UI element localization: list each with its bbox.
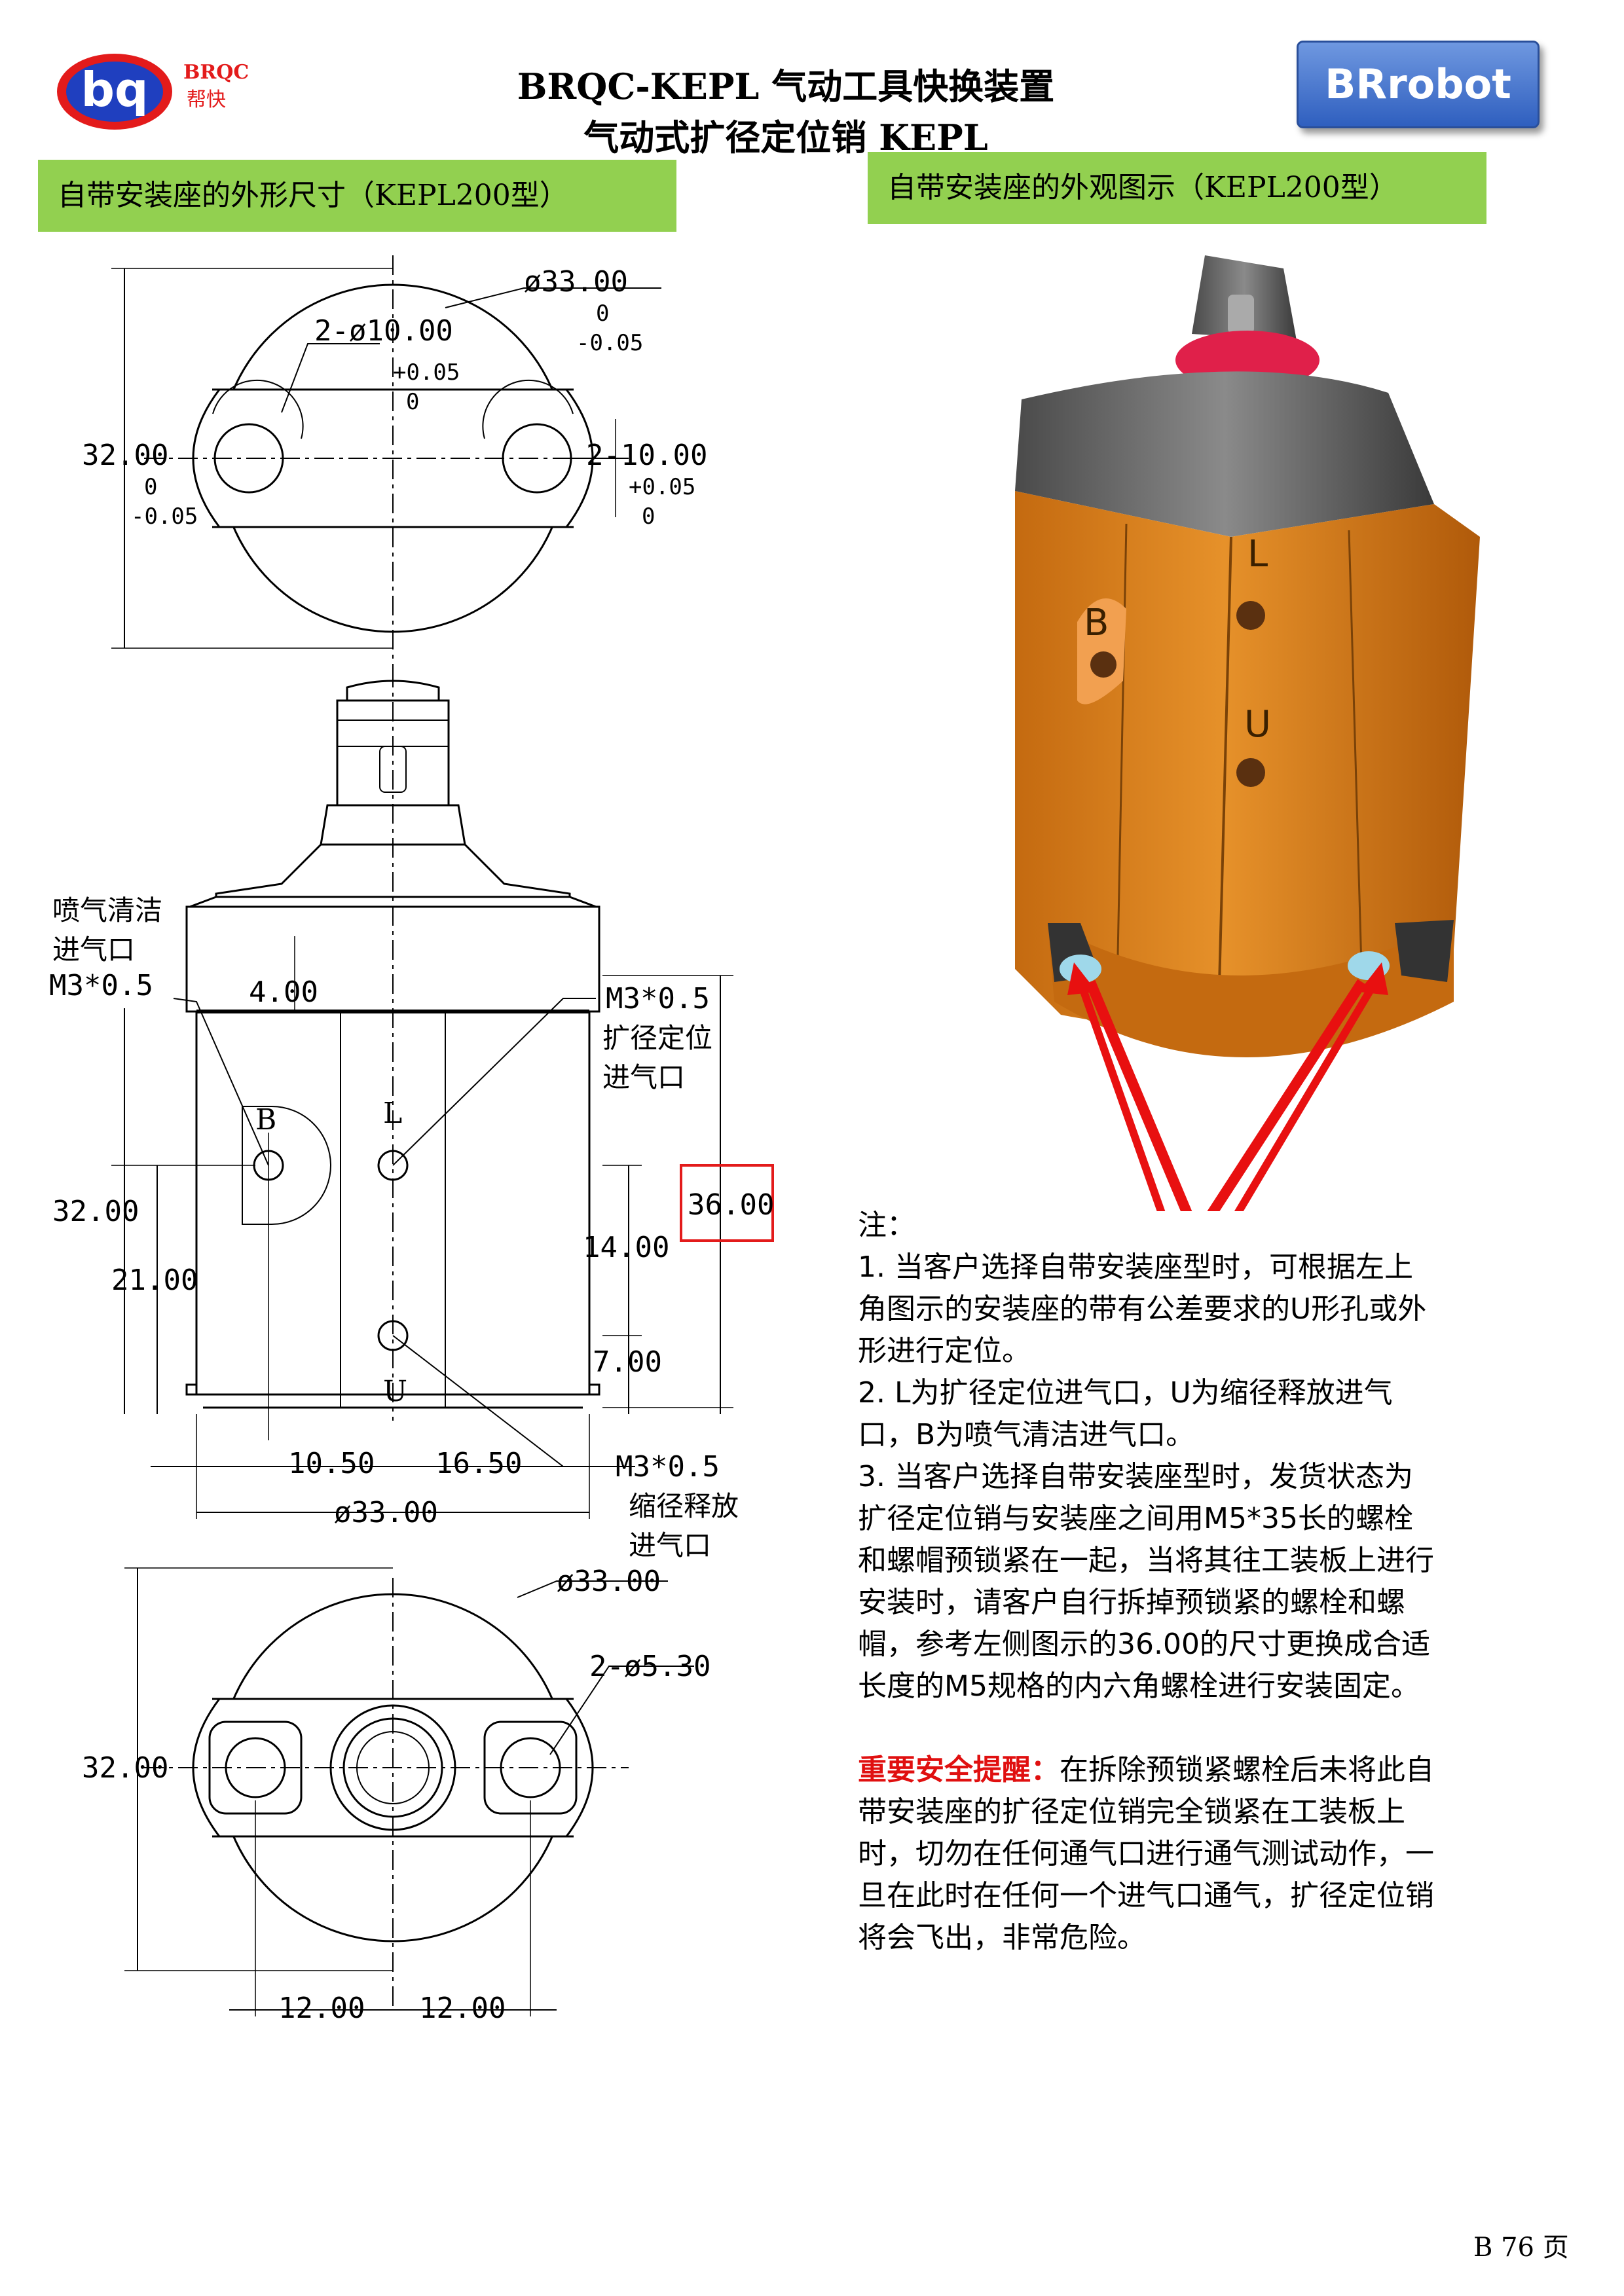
svg-text:0: 0 xyxy=(642,503,655,530)
notes-heading: 注： xyxy=(858,1209,915,1242)
page-number: B 76 页 xyxy=(1473,2232,1569,2263)
svg-text:+0.05: +0.05 xyxy=(393,359,460,386)
svg-text:进气口: 进气口 xyxy=(629,1529,711,1561)
dim-36: 36.00 xyxy=(688,1188,774,1222)
svg-text:+0.05: +0.05 xyxy=(629,474,695,500)
svg-text:M3*0.5: M3*0.5 xyxy=(49,969,153,1002)
top-view: ø33.00 0 -0.05 2-ø10.00 +0.05 0 2-10.00 … xyxy=(82,255,707,668)
svg-text:14.00: 14.00 xyxy=(583,1231,669,1264)
svg-text:12.00: 12.00 xyxy=(278,1992,365,2025)
warning-text: 在拆除预锁紧螺栓后未将此自带安装座的扩径定位销完全锁紧在工装板上时，切勿在任何通… xyxy=(858,1753,1434,1954)
brand-button: BRrobot xyxy=(1297,41,1540,128)
svg-text:进气口: 进气口 xyxy=(52,934,135,966)
svg-text:B: B xyxy=(255,1103,276,1137)
svg-text:-0.05: -0.05 xyxy=(131,503,198,530)
brqc-logo: bq BRQC 帮快 xyxy=(52,46,275,137)
technical-drawing: ø33.00 0 -0.05 2-ø10.00 +0.05 0 2-10.00 … xyxy=(39,242,825,2043)
svg-text:4.00: 4.00 xyxy=(249,975,318,1009)
right-section-heading: 自带安装座的外观图示（KEPL200型） xyxy=(868,152,1486,224)
svg-text:进气口: 进气口 xyxy=(602,1061,685,1093)
svg-text:10.50: 10.50 xyxy=(288,1447,375,1480)
svg-text:L: L xyxy=(383,1097,402,1130)
svg-text:-0.05: -0.05 xyxy=(576,330,643,356)
svg-text:ø33.00: ø33.00 xyxy=(334,1496,438,1529)
safety-warning: 重要安全提醒：在拆除预锁紧螺栓后未将此自带安装座的扩径定位销完全锁紧在工装板上时… xyxy=(858,1749,1434,1959)
svg-text:32.00: 32.00 xyxy=(52,1195,139,1228)
svg-text:2-ø5.30: 2-ø5.30 xyxy=(589,1650,710,1683)
title-line-2: 气动式扩径定位销 KEPL xyxy=(583,117,988,158)
photo-mark-b: B xyxy=(1084,602,1109,644)
svg-text:喷气清洁: 喷气清洁 xyxy=(52,894,162,926)
note-2: 2. L为扩径定位进气口，U为缩径释放进气口，B为喷气清洁进气口。 xyxy=(858,1376,1393,1451)
logo-text: BRQC xyxy=(183,61,249,84)
top-holes: 2-ø10.00 xyxy=(314,314,453,348)
notes-panel: 注： 1. 当客户选择自带安装座型时，可根据左上角图示的安装座的带有公差要求的U… xyxy=(858,1205,1434,1959)
note-1: 1. 当客户选择自带安装座型时，可根据左上角图示的安装座的带有公差要求的U形孔或… xyxy=(858,1250,1427,1368)
svg-text:0: 0 xyxy=(144,474,157,500)
top-slot: 2-10.00 xyxy=(586,439,707,472)
svg-text:21.00: 21.00 xyxy=(111,1264,198,1297)
left-section-heading: 自带安装座的外形尺寸（KEPL200型） xyxy=(38,160,676,232)
top-width: 32.00 xyxy=(82,439,168,472)
bottom-view: ø33.00 2-ø5.30 32.00 12.00 12.00 xyxy=(82,1565,710,2025)
photo-mark-u: U xyxy=(1244,703,1271,746)
svg-text:ø33.00: ø33.00 xyxy=(557,1565,661,1598)
top-d-outer: ø33.00 xyxy=(524,265,628,299)
svg-text:U: U xyxy=(383,1375,407,1408)
svg-text:16.50: 16.50 xyxy=(435,1447,522,1480)
logo-subtext: 帮快 xyxy=(187,88,226,111)
side-view: 喷气清洁 进气口 M3*0.5 4.00 M3*0.5 扩径定位 进气口 B L… xyxy=(49,668,774,1561)
warning-label: 重要安全提醒： xyxy=(858,1753,1060,1787)
svg-text:M3*0.5: M3*0.5 xyxy=(606,982,710,1015)
photo-mark-l: L xyxy=(1247,533,1268,575)
svg-text:缩径释放: 缩径释放 xyxy=(629,1490,739,1522)
title-line-1: BRQC-KEPL 气动工具快换装置 xyxy=(517,65,1055,107)
svg-text:扩径定位: 扩径定位 xyxy=(602,1022,712,1054)
svg-text:0: 0 xyxy=(596,301,609,327)
product-illustration: L B U xyxy=(864,229,1486,1228)
svg-text:32.00: 32.00 xyxy=(82,1751,168,1785)
note-3: 3. 当客户选择自带安装座型时，发货状态为扩径定位销与安装座之间用M5*35长的… xyxy=(858,1460,1434,1703)
svg-text:7.00: 7.00 xyxy=(593,1345,662,1379)
logo-letters: bq xyxy=(81,62,148,117)
svg-text:M3*0.5: M3*0.5 xyxy=(616,1450,720,1484)
svg-text:0: 0 xyxy=(406,389,419,415)
svg-text:12.00: 12.00 xyxy=(419,1992,506,2025)
